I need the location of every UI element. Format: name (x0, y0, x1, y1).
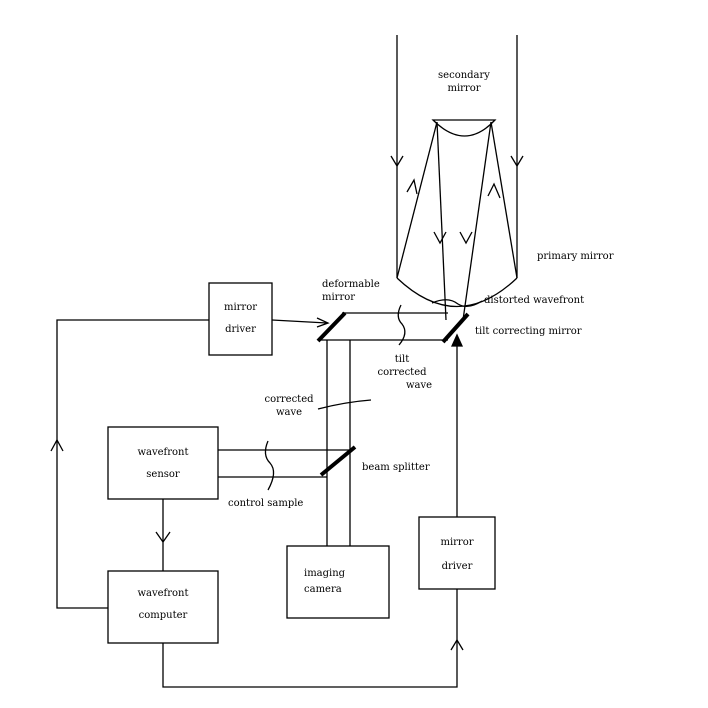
distorted-wavefront-curve (431, 299, 483, 308)
driver-to-deformable-arrow (316, 317, 330, 328)
imaging-camera-box (286, 545, 390, 619)
wavefront-sensor-label-line2: sensor (146, 469, 180, 480)
imaging-camera-label: imaging camera (304, 566, 345, 598)
wavefront-sensor-label-line1: wavefront (137, 447, 189, 458)
imaging-camera-label-line1: imaging (304, 568, 346, 579)
primary-mirror (396, 277, 518, 307)
ray-arrow-up-left (406, 178, 418, 195)
tilt-corrected-wave-label: tilt corrected wave (372, 353, 432, 392)
deformable-mirror-label-line2: mirror (322, 292, 356, 303)
computer-to-driver-line (162, 589, 458, 688)
mirror-driver-right-label: mirror driver (419, 531, 495, 579)
ray-arrow-down-center-left (433, 231, 447, 245)
deformable-mirror-label: deformable mirror (322, 278, 380, 304)
feedback-loop-arrow (50, 438, 64, 452)
driver-to-deformable-line (271, 319, 328, 324)
ray-arrow-down-right (510, 155, 524, 168)
ray-arrow-down-center-right (459, 231, 473, 245)
reflected-ray-right (490, 121, 518, 279)
converging-ray-left (436, 121, 447, 321)
primary-mirror-label: primary mirror (537, 251, 614, 262)
tilt-correcting-mirror-label: tilt correcting mirror (475, 326, 582, 337)
mirror-driver-top-label-line1: mirror (223, 302, 258, 313)
mirror-driver-top-label-line2: driver (225, 324, 256, 335)
beam-splitter-label: beam splitter (362, 462, 430, 473)
wavefront-computer-label: wavefront computer (108, 583, 218, 627)
driver-to-tilt-arrow (450, 333, 464, 347)
tilt-corrected-squiggle (397, 304, 406, 346)
corrected-wave-label-line2: wave (275, 407, 303, 418)
ray-arrow-down-left (390, 155, 404, 168)
secondary-mirror (431, 119, 497, 137)
corrected-wave-label: corrected wave (254, 393, 324, 419)
tilt-corrected-wave-label-line2: corrected (377, 367, 427, 378)
ray-arrow-up-right (487, 182, 501, 199)
deformable-mirror-label-line1: deformable (322, 279, 380, 290)
wavefront-computer-label-line1: wavefront (137, 588, 189, 599)
corrected-wave-label-line1: corrected (264, 394, 314, 405)
control-sample-label: control sample (228, 498, 304, 509)
secondary-mirror-label-line1: secondary (438, 70, 490, 81)
mirror-driver-right-label-line2: driver (441, 561, 473, 572)
control-sample-squiggle (264, 440, 275, 491)
feedback-loop-line (56, 319, 209, 609)
sensor-to-computer-arrow (155, 531, 171, 544)
distorted-wavefront-label: distorted wavefront (484, 295, 585, 306)
wavefront-computer-label-line2: computer (138, 610, 188, 621)
wavefront-sensor-label: wavefront sensor (108, 442, 218, 486)
imaging-camera-label-line2: camera (304, 584, 342, 595)
mirror-driver-right-label-line1: mirror (440, 537, 474, 548)
computer-to-driver-arrow (450, 638, 464, 651)
mirror-driver-top-label: mirror driver (209, 297, 272, 341)
tilt-corrected-wave-label-line3: wave (406, 380, 433, 391)
mirror-driver-top-box (208, 282, 273, 356)
tilt-correcting-mirror (441, 312, 470, 344)
secondary-mirror-label: secondary mirror (424, 69, 504, 95)
deformable-mirror (316, 311, 347, 343)
tilt-corrected-wave-label-line1: tilt (394, 354, 410, 365)
corrected-wave-pointer (317, 399, 372, 410)
secondary-mirror-label-line2: mirror (447, 83, 481, 94)
beam-splitter (319, 445, 357, 477)
converging-ray-right (462, 121, 492, 321)
reflected-ray-left (396, 121, 438, 279)
